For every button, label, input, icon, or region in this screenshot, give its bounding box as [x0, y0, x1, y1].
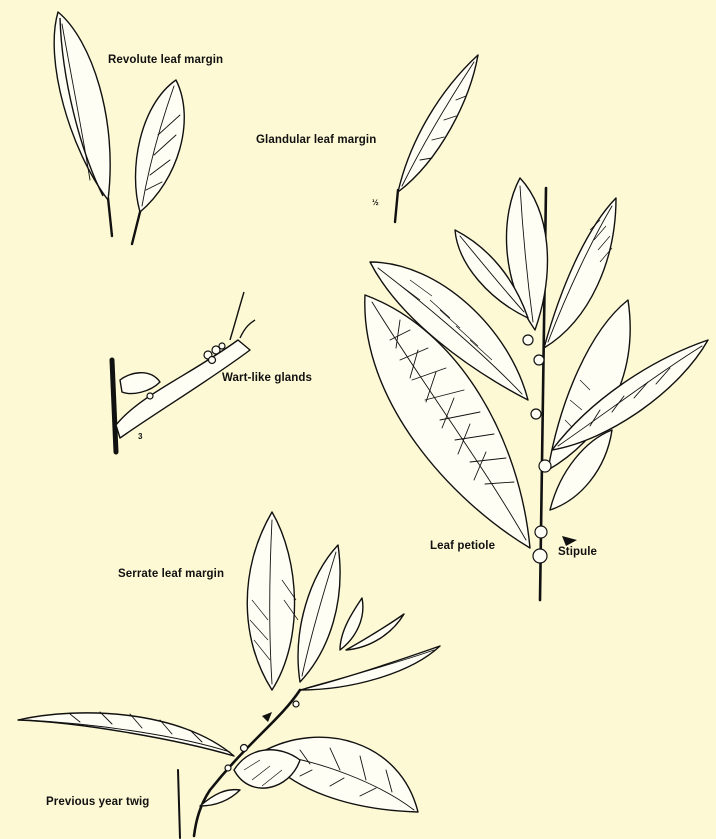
revolute-leaf-stem-left	[108, 198, 112, 236]
label-previous-year-twig: Previous year twig	[46, 796, 149, 808]
petiole-branch-figure	[365, 178, 708, 600]
wart-gland	[147, 393, 153, 399]
wart-bud	[120, 373, 160, 394]
wart-twig-tip	[230, 292, 255, 340]
label-serrate-leaf-margin: Serrate leaf margin	[118, 568, 224, 580]
serrate-bud-marker	[262, 712, 272, 722]
wart-main-stem	[112, 360, 116, 452]
revolute-leaf-stem-right	[132, 212, 140, 244]
stem-node	[531, 409, 541, 419]
glandular-leaf	[398, 55, 478, 192]
stem-node	[534, 355, 544, 365]
scale-marker-three: 3	[138, 432, 143, 441]
serrate-leaf-long-left	[18, 713, 234, 756]
label-revolute-leaf-margin: Revolute leaf margin	[108, 54, 223, 66]
label-stipule: Stipule	[558, 546, 597, 558]
serrate-gland	[241, 745, 248, 752]
serrate-gland	[293, 701, 299, 707]
glandular-leaf-stem	[395, 190, 398, 222]
scale-marker-half: ½	[372, 198, 379, 207]
revolute-leaves-figure	[54, 12, 184, 244]
revolute-leaf-right	[136, 80, 185, 212]
serrate-gland	[225, 765, 231, 771]
revolute-leaf-left	[54, 12, 110, 200]
stipule-arrow	[562, 536, 577, 546]
stem-node	[523, 335, 533, 345]
label-wart-like-glands: Wart-like glands	[222, 372, 312, 384]
glandular-leaf-figure	[395, 55, 478, 222]
petiole-node	[533, 549, 547, 563]
label-glandular-leaf-margin: Glandular leaf margin	[256, 134, 376, 146]
serrate-branch-figure	[18, 512, 440, 838]
wart-gland	[219, 343, 225, 349]
stem-node	[539, 460, 551, 472]
serrate-leaf-upright	[298, 545, 340, 682]
previous-year-twig-line	[178, 770, 180, 838]
stipule-node	[535, 526, 547, 538]
label-leaf-petiole: Leaf petiole	[430, 540, 495, 552]
wart-gland	[209, 357, 216, 364]
